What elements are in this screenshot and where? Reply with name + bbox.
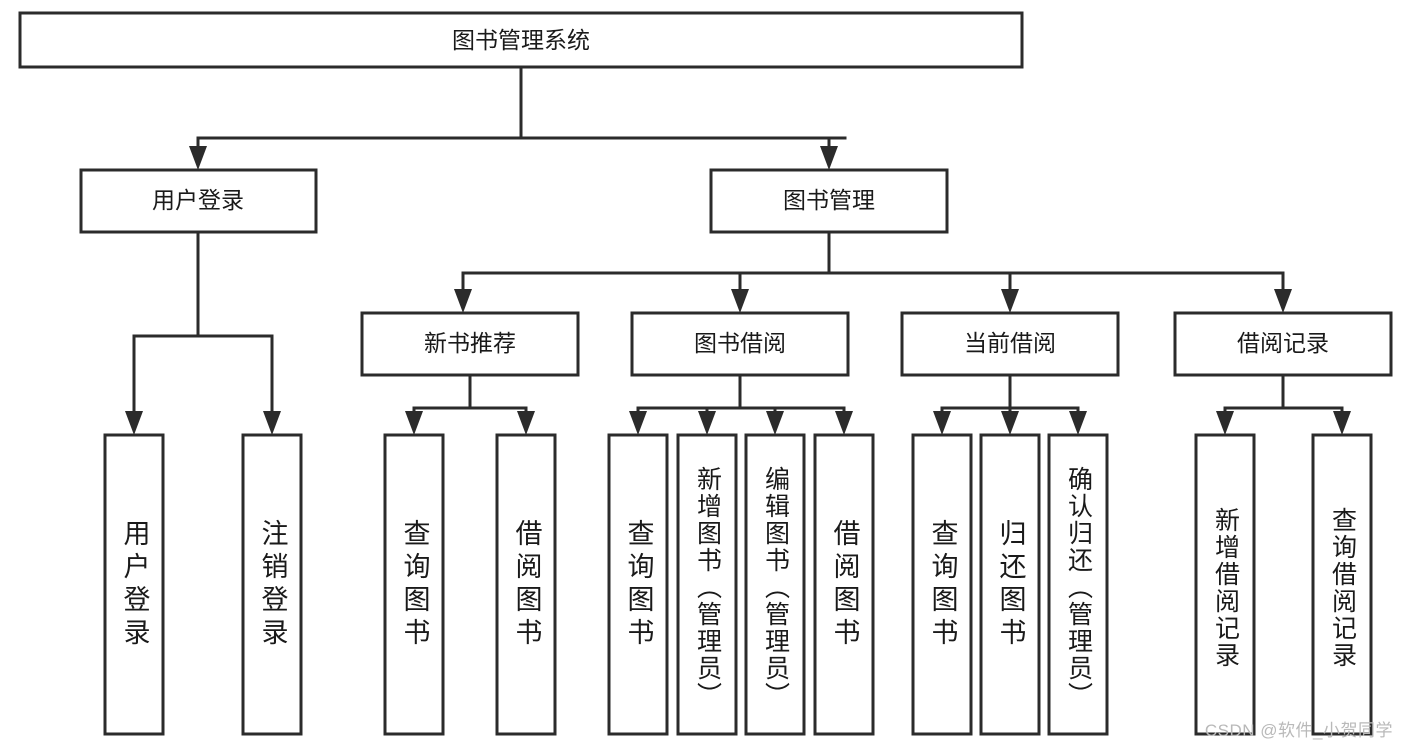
node-new-book-recommend-label: 新书推荐	[424, 330, 516, 356]
connector-newbook-to-leaves	[405, 373, 535, 435]
node-current-borrow-label: 当前借阅	[964, 330, 1056, 356]
connector-bookmanage-to-level3	[454, 230, 1292, 313]
node-leaf-confirm-return[interactable]	[1047, 433, 1109, 736]
node-root-label: 图书管理系统	[452, 27, 590, 53]
node-book-borrow-label: 图书借阅	[694, 330, 786, 356]
node-leaf-borrow-book-2[interactable]	[813, 433, 875, 736]
connector-userlogin-to-leaves	[125, 230, 281, 435]
node-leaf-add-record[interactable]	[1194, 433, 1256, 736]
connector-root-to-level2	[189, 65, 847, 170]
node-book-borrow[interactable]: 图书借阅	[630, 311, 850, 377]
connector-borrowrecord-to-leaves	[1216, 373, 1351, 435]
node-leaf-add-book[interactable]	[676, 433, 738, 736]
node-leaf-query-book-2[interactable]	[607, 433, 669, 736]
connector-bookborrow-to-leaves	[629, 373, 853, 435]
node-leaf-edit-book[interactable]	[744, 433, 806, 736]
node-borrow-record[interactable]: 借阅记录	[1173, 311, 1393, 377]
node-current-borrow[interactable]: 当前借阅	[900, 311, 1120, 377]
node-borrow-record-label: 借阅记录	[1237, 330, 1329, 356]
node-new-book-recommend[interactable]: 新书推荐	[360, 311, 580, 377]
node-leaf-query-book-1[interactable]	[383, 433, 445, 736]
node-user-login-label: 用户登录	[152, 187, 244, 213]
node-leaf-logout[interactable]	[241, 433, 303, 736]
node-leaf-return-book[interactable]	[979, 433, 1041, 736]
node-book-manage-label: 图书管理	[783, 187, 875, 213]
node-leaf-query-book-3[interactable]	[911, 433, 973, 736]
connector-currentborrow-to-leaves	[933, 373, 1087, 435]
node-leaf-query-record[interactable]	[1311, 433, 1373, 736]
node-leaf-borrow-book-1[interactable]	[495, 433, 557, 736]
node-root[interactable]: 图书管理系统	[18, 11, 1024, 69]
node-user-login[interactable]: 用户登录	[79, 168, 318, 234]
node-leaf-user-login[interactable]	[103, 433, 165, 736]
node-book-manage[interactable]: 图书管理	[709, 168, 949, 234]
